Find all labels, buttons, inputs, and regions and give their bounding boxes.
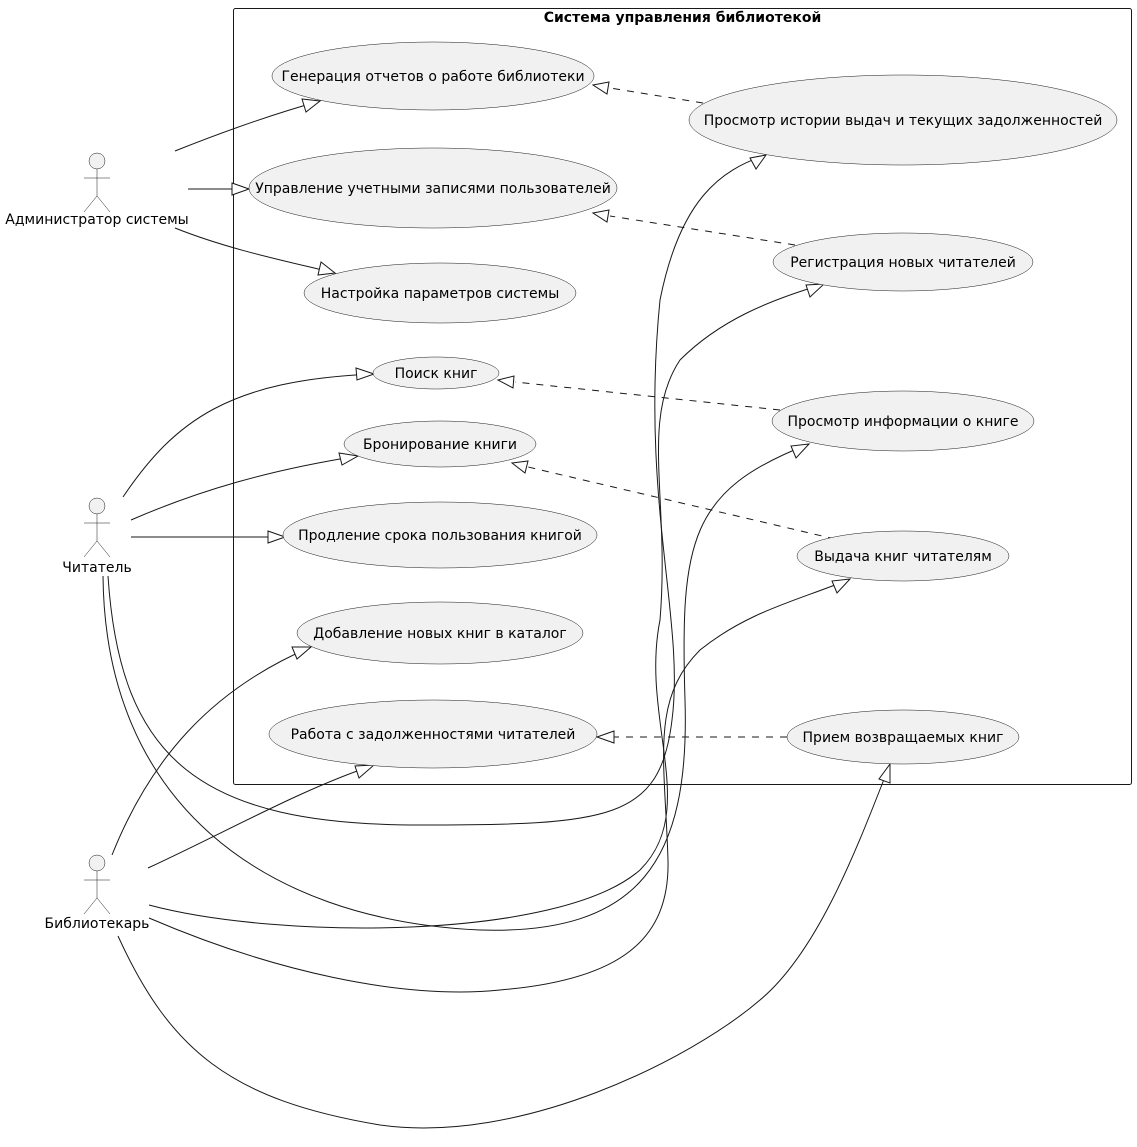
arrowhead-librarian-issue xyxy=(831,578,852,594)
edge-admin-reports xyxy=(174,100,321,152)
edge-admin-settings xyxy=(174,227,336,274)
arrowhead-admin-reports xyxy=(301,98,322,113)
arrowhead-librarian-debts xyxy=(354,764,376,779)
stick-figure-icon xyxy=(83,854,111,915)
use-case-label: Просмотр информации о книге xyxy=(788,414,1019,430)
use-case-book_info: Просмотр информации о книге xyxy=(771,390,1035,452)
arrowhead-librarian-register xyxy=(805,283,826,298)
edge-librarian-returns xyxy=(117,763,891,1129)
arrowhead-dep-register-accounts xyxy=(591,209,610,223)
edge-reader-history xyxy=(107,154,767,826)
use-case-debts: Работа с задолженностями читателей xyxy=(268,699,598,769)
dep-history-reports xyxy=(609,87,704,104)
system-title: Система управления библиотекой xyxy=(544,10,822,26)
use-case-history: Просмотр истории выдач и текущих задолже… xyxy=(688,74,1118,166)
use-case-reserve: Бронирование книги xyxy=(343,420,537,468)
use-case-register: Регистрация новых читателей xyxy=(772,232,1034,292)
arrowhead-admin-accounts xyxy=(231,182,251,196)
use-case-label: Работа с задолженностями читателей xyxy=(291,727,576,743)
actor-librarian: Библиотекарь xyxy=(45,854,150,932)
use-case-returns: Прием возвращаемых книг xyxy=(786,709,1020,765)
arrowhead-dep-returns-debts xyxy=(595,730,615,744)
arrowhead-dep-history-reports xyxy=(591,81,610,95)
actor-label: Библиотекарь xyxy=(45,916,150,932)
actor-reader: Читатель xyxy=(62,497,132,576)
use-case-label: Просмотр истории выдач и текущих задолже… xyxy=(704,113,1103,129)
dep-register-accounts xyxy=(609,215,796,246)
use-case-label: Настройка параметров системы xyxy=(321,286,560,302)
use-case-label: Прием возвращаемых книг xyxy=(803,730,1004,746)
use-case-add_books: Добавление новых книг в каталог xyxy=(296,601,584,665)
arrowhead-admin-settings xyxy=(317,261,337,276)
stick-figure-icon xyxy=(83,497,111,558)
edge-reader-reserve xyxy=(130,455,359,521)
system-boundary xyxy=(233,8,1132,785)
use-case-label: Выдача книг читателям xyxy=(814,549,992,565)
arrowhead-reader-renew xyxy=(267,530,287,544)
use-case-label: Генерация отчетов о работе библиотеки xyxy=(281,69,584,85)
dep-issue-reserve xyxy=(527,466,836,540)
arrowhead-dep-issue-reserve xyxy=(510,460,529,474)
edge-librarian-register xyxy=(148,283,825,929)
arrowhead-reader-history xyxy=(749,154,768,170)
use-case-renew: Продление срока пользования книгой xyxy=(282,501,598,569)
use-case-settings: Настройка параметров системы xyxy=(303,262,577,324)
arrowhead-reader-search xyxy=(355,367,376,381)
arrowhead-dep-book_info-search xyxy=(496,375,515,389)
use-case-label: Управление учетными записями пользовател… xyxy=(255,181,611,197)
use-case-issue: Выдача книг читателям xyxy=(796,530,1010,582)
use-case-label: Бронирование книги xyxy=(363,437,517,453)
edge-reader-book_info xyxy=(102,443,810,931)
arrowhead-librarian-returns xyxy=(878,762,891,784)
actor-label: Читатель xyxy=(62,560,131,576)
edge-librarian-add_books xyxy=(111,646,312,856)
arrowhead-reader-book_info xyxy=(790,443,811,459)
arrowhead-reader-reserve xyxy=(338,452,360,466)
use-case-reports: Генерация отчетов о работе библиотеки xyxy=(271,41,595,111)
arrowhead-librarian-add_books xyxy=(291,646,313,660)
actor-admin: Администратор системы xyxy=(5,152,189,228)
use-case-label: Добавление новых книг в каталог xyxy=(313,626,566,642)
actor-label: Администратор системы xyxy=(5,212,188,228)
use-case-accounts: Управление учетными записями пользовател… xyxy=(248,147,618,229)
use-case-search: Поиск книг xyxy=(372,356,500,390)
stick-figure-icon xyxy=(83,152,111,213)
use-case-label: Поиск книг xyxy=(395,366,478,382)
edge-librarian-issue xyxy=(148,578,851,993)
dep-book_info-search xyxy=(514,381,781,411)
edge-reader-search xyxy=(122,373,375,498)
use-case-label: Регистрация новых читателей xyxy=(790,255,1016,271)
use-case-label: Продление срока пользования книгой xyxy=(298,528,582,544)
edge-librarian-debts xyxy=(147,764,375,869)
